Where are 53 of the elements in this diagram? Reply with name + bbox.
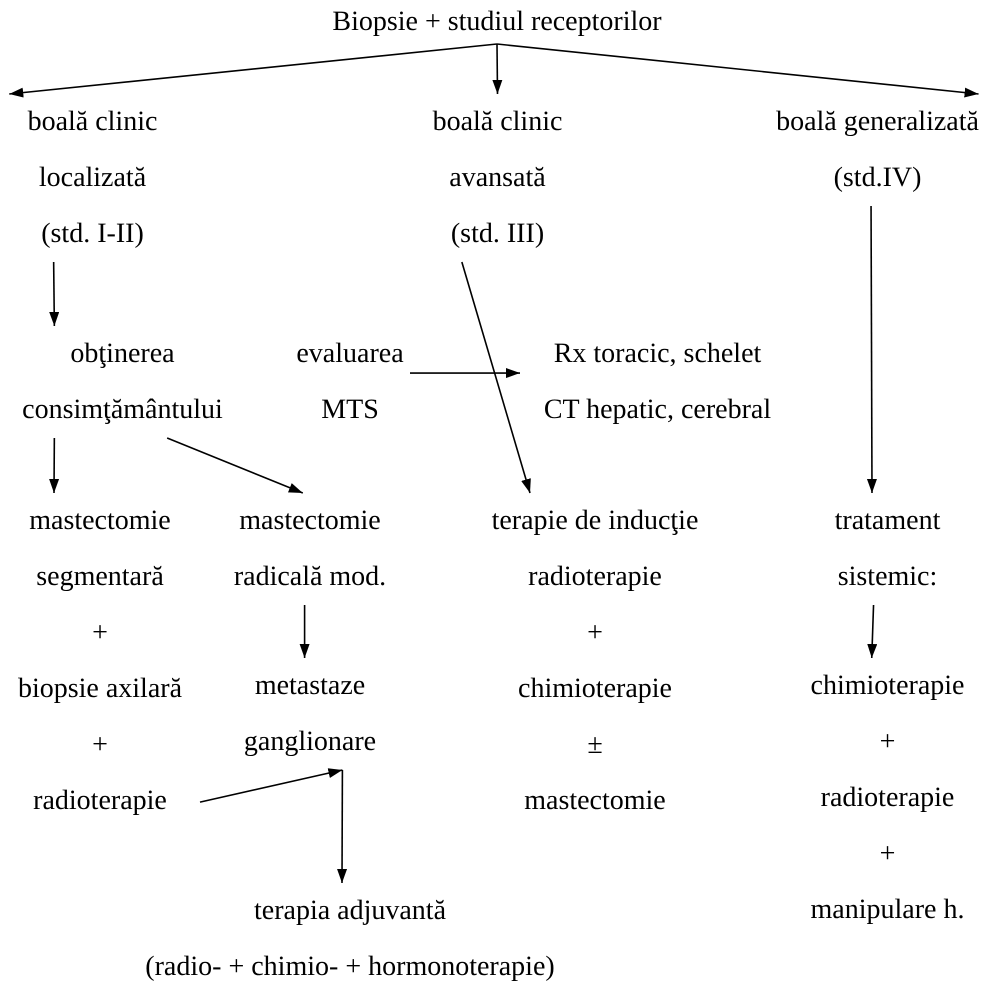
node-text: (std. I-II) [41,217,144,251]
node-text: + [880,837,896,871]
arrow [166,437,304,494]
node-text: boală generalizată [776,105,979,139]
arrow [866,206,877,493]
node-text: (radio- + chimio- + hormonoterapie) [145,950,555,983]
node-text: + [92,616,108,650]
node-text: terapia adjuvantă [254,894,446,928]
arrow [410,368,520,378]
node-text: consimţământului [22,393,223,427]
node-text: MTS [321,393,379,427]
arrow [49,438,60,493]
node-text: + [880,725,896,759]
node-text: manipulare h. [810,893,964,927]
arrow [9,43,498,98]
node-text: mastectomie [29,504,171,538]
node-text: terapie de inducţie [492,504,698,538]
node-text: boală clinic [432,105,562,139]
heading-text: Biopsie + studiul receptorilor [332,5,662,39]
node-text: radicală mod. [234,560,386,594]
node-text: (std. III) [450,217,544,251]
node-text: tratament [834,504,940,538]
arrow [492,44,502,94]
node-text: ± [587,728,603,762]
node-text: ganglionare [244,725,376,759]
arrow [49,262,60,326]
arrow [461,262,531,494]
node-text: sistemic: [838,560,938,594]
node-text: avansată [449,161,546,195]
arrow [337,770,348,883]
node-text: Rx toracic, schelet [554,337,762,371]
node-text: radioterapie [528,560,662,594]
arrow [867,604,878,658]
node-text: radioterapie [820,781,954,815]
node-text: (std.IV) [834,161,922,195]
node-text: radioterapie [33,784,167,818]
node-text: + [92,728,108,762]
node-text: + [587,616,603,650]
node-text: mastectomie [524,784,666,818]
node-text: metastaze [254,669,366,703]
node-text: segmentară [36,560,164,594]
node-text: obţinerea [70,337,175,371]
node-text: boală clinic [28,105,158,139]
arrow [496,43,979,98]
node-text: CT hepatic, cerebral [544,393,772,427]
node-text: evaluarea [296,337,404,371]
node-text: biopsie axilară [18,672,182,706]
node-text: mastectomie [239,504,381,538]
arrow [300,605,310,658]
node-text: chimioterapie [518,672,672,706]
arrow [200,768,343,803]
node-text: localizată [38,161,146,195]
node-text: chimioterapie [810,669,964,703]
